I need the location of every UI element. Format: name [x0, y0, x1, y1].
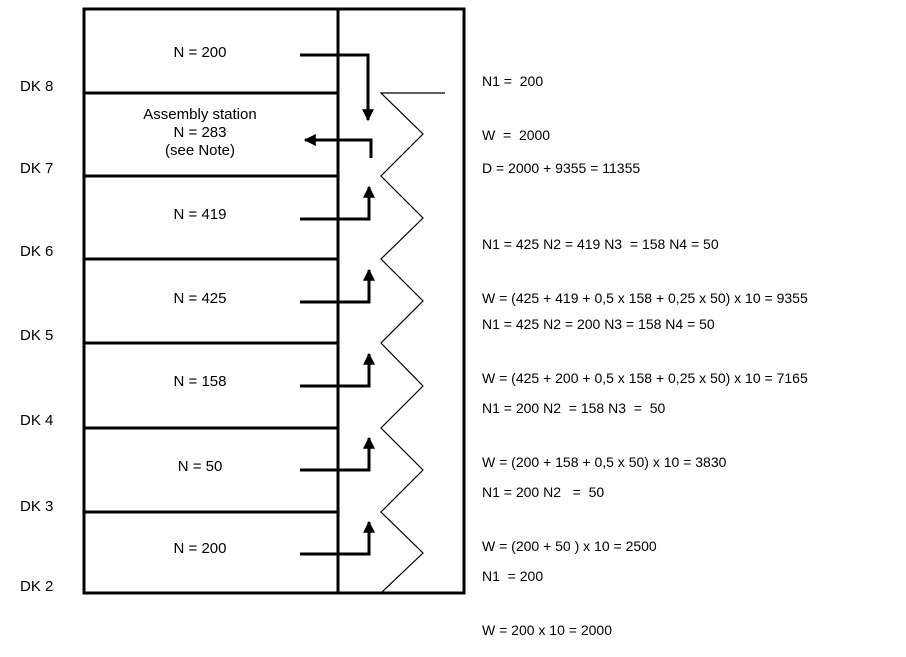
- deck-label-dk2: DK 2: [20, 578, 54, 595]
- flow-arrow-assembly: [303, 134, 373, 158]
- deck-label-dk8: DK 8: [20, 78, 54, 95]
- calc-line: W = 2000: [482, 127, 551, 143]
- calc-line: N1 = 200: [482, 73, 544, 89]
- room-text: N = 158: [173, 373, 227, 390]
- calc-dk6: N1 = 425 N2 = 419 N3 = 158 N4 = 50 W = (…: [482, 199, 808, 325]
- building-outline: [82, 7, 466, 595]
- room-text: N = 50: [177, 458, 223, 475]
- room-label-dk8: N = 200: [75, 44, 325, 62]
- calc-line: W = (200 + 50 ) x 10 = 2500: [482, 538, 657, 554]
- flow-arrow-dk8: [300, 53, 374, 122]
- room-text: (see Note): [164, 142, 236, 159]
- calc-dk4: N1 = 200 N2 = 158 N3 = 50 W = (200 + 158…: [482, 363, 726, 489]
- flow-arrow-dk4: [300, 352, 375, 388]
- flow-arrow-dk2: [300, 520, 375, 556]
- deck-label-dk6: DK 6: [20, 243, 54, 260]
- calc-dk5: N1 = 425 N2 = 200 N3 = 158 N4 = 50 W = (…: [482, 279, 808, 405]
- room-label-dk4: N = 158: [75, 373, 325, 391]
- deck-label-dk5: DK 5: [20, 327, 54, 344]
- calc-line: W = (200 + 158 + 0,5 x 50) x 10 = 3830: [482, 454, 727, 470]
- room-label-dk5: N = 425: [75, 290, 325, 308]
- room-label-dk2: N = 200: [75, 540, 325, 558]
- stair-evacuation-diagram: [82, 7, 466, 595]
- calc-assembly: D = 2000 + 9355 = 11355: [482, 123, 640, 195]
- room-text: N = 425: [173, 290, 227, 307]
- flow-arrow-dk6: [300, 185, 375, 221]
- deck-label-dk7: DK 7: [20, 160, 54, 177]
- calc-dk2: N1 = 200 W = 200 x 10 = 2000: [482, 531, 612, 657]
- room-text: Assembly station: [143, 106, 257, 123]
- room-label-assembly: Assembly station N = 283 (see Note): [75, 106, 325, 160]
- calc-dk8: N1 = 200 W = 2000: [482, 36, 550, 162]
- calc-line: N1 = 200 N2 = 50: [482, 484, 605, 500]
- flow-arrow-dk3: [300, 436, 375, 472]
- deck-label-dk4: DK 4: [20, 412, 54, 429]
- room-label-dk6: N = 419: [75, 206, 325, 224]
- room-label-dk3: N = 50: [75, 458, 325, 476]
- calc-line: N1 = 425 N2 = 200 N3 = 158 N4 = 50: [482, 316, 715, 332]
- calc-line: W = (425 + 200 + 0,5 x 158 + 0,25 x 50) …: [482, 370, 808, 386]
- calc-line: N1 = 200: [482, 568, 544, 584]
- room-text: N = 200: [173, 44, 227, 61]
- room-text: N = 419: [173, 206, 227, 223]
- room-text: N = 200: [173, 540, 227, 557]
- calc-dk3: N1 = 200 N2 = 50 W = (200 + 50 ) x 10 = …: [482, 447, 657, 573]
- calc-line: W = 200 x 10 = 2000: [482, 622, 612, 638]
- stair-zigzag: [379, 92, 445, 594]
- calc-line: W = (425 + 419 + 0,5 x 158 + 0,25 x 50) …: [482, 290, 808, 306]
- room-text: N = 283: [173, 124, 227, 141]
- flow-arrow-dk5: [300, 268, 375, 304]
- calc-line: D = 2000 + 9355 = 11355: [482, 160, 641, 176]
- calc-line: N1 = 425 N2 = 419 N3 = 158 N4 = 50: [482, 236, 719, 252]
- calc-line: N1 = 200 N2 = 158 N3 = 50: [482, 400, 666, 416]
- deck-label-dk3: DK 3: [20, 498, 54, 515]
